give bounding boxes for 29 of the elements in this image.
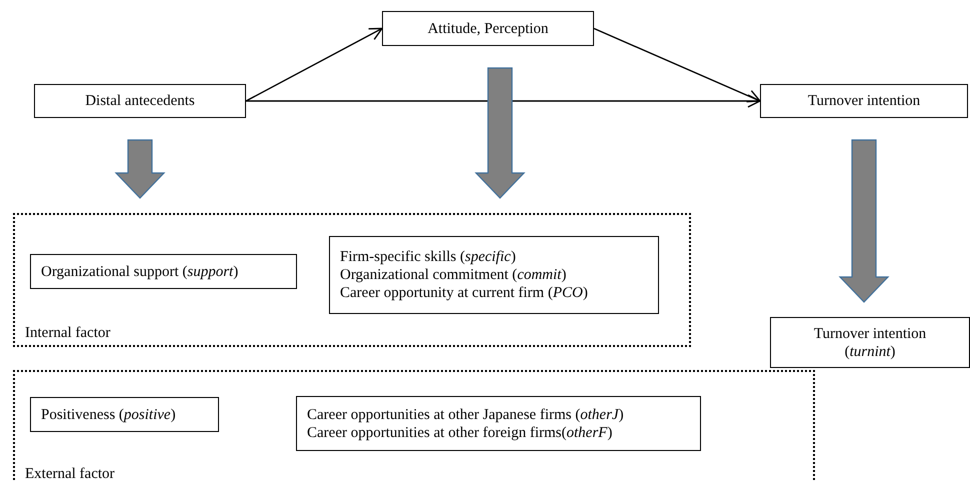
block-arrow — [114, 139, 166, 199]
block-arrow — [474, 67, 526, 199]
node-label: Career opportunity at current firm (PCO) — [340, 284, 588, 302]
variable-box — [296, 396, 701, 451]
node-label: Turnover intention — [808, 92, 920, 110]
construct-box — [770, 317, 970, 368]
variable-box — [30, 254, 297, 289]
node-label: Career opportunities at other foreign firms(otherF) — [307, 424, 612, 442]
construct-box — [34, 84, 246, 118]
node-label: Career opportunities at other Japanese firms (otherJ) — [307, 406, 624, 424]
arrow — [594, 28, 761, 102]
node-label: Turnover intention (turnint) — [812, 324, 928, 360]
node-label: Distal antecedents — [85, 92, 195, 110]
node-label: Attitude, Perception — [428, 20, 548, 38]
node-label: Organizational commitment (commit) — [340, 266, 566, 284]
block-arrow — [838, 139, 890, 303]
group-label: Internal factor — [25, 324, 110, 342]
node-label: Firm-specific skills (specific) — [340, 248, 516, 266]
construct-box — [760, 84, 968, 118]
group-frame — [13, 213, 691, 347]
variable-box — [329, 236, 659, 314]
group-label: External factor — [25, 465, 115, 482]
node-label: Organizational support (support) — [41, 262, 238, 280]
node-label: Positiveness (positive) — [41, 406, 176, 424]
group-frame — [13, 370, 815, 482]
construct-box — [382, 11, 594, 46]
arrow — [246, 94, 761, 108]
arrow — [246, 28, 383, 102]
variable-box — [30, 397, 219, 432]
